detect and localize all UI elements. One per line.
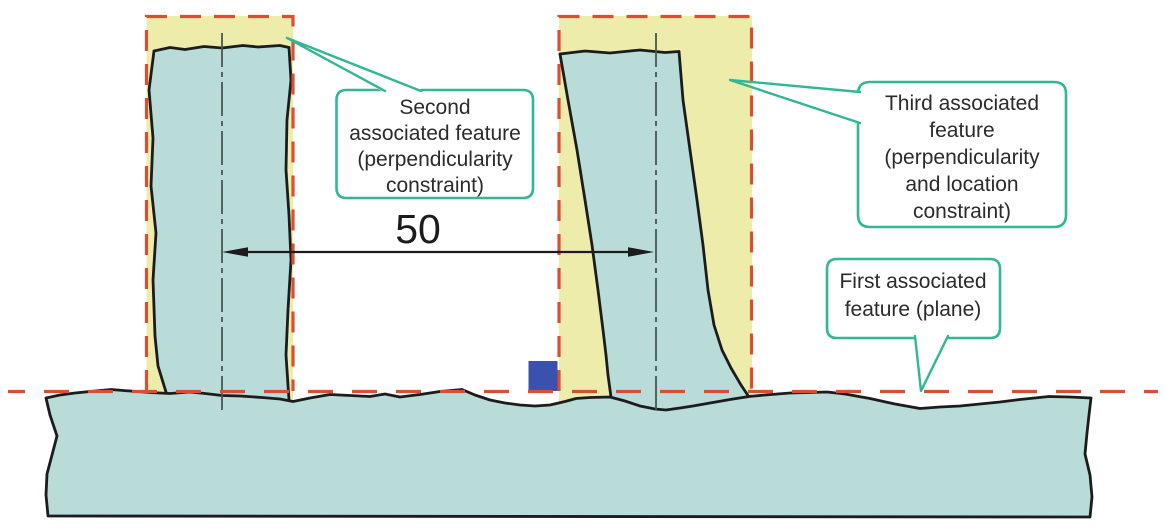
callout-first-text-line: feature (plane) [845,298,982,321]
pillar-2-body [560,50,749,410]
callout-first-leader-fill [914,334,949,392]
callout-first-leader [913,334,950,393]
dimension-50: 50 [222,206,654,257]
pillar-1-body [149,45,291,408]
tolerance-zone-1-outline [144,14,295,391]
pillar-2-right-edge [677,50,751,399]
pillar-1-right-edge [284,46,293,402]
callout-third-text-line: and location [905,173,1018,196]
callout-third-leader [728,78,862,125]
pillar-2-top-edge [558,48,681,56]
callout-first-box-fill [827,259,1000,338]
callout-first-box-border [825,257,1002,340]
callout-third-text-line: Third associated [885,92,1039,115]
dimension-value: 50 [395,206,441,252]
pillar-2 [558,48,751,410]
callout-third-text-line: (perpendicularity [884,146,1040,169]
blue-square-marker [528,361,558,391]
base-plate [44,388,1094,519]
callout-second-text-line: associated feature [349,122,521,145]
dimension-arrowhead-right [628,247,654,257]
callout-second-box-border [335,88,535,200]
pillar-2-left-edge [558,52,613,399]
callout-first-text-line: First associated [839,270,986,293]
pillar-1 [147,44,293,408]
callout-second-text-line: constraint) [386,174,484,197]
callout-third-text-line: feature [929,119,994,142]
callout-second-text-line: Second [399,96,470,119]
pillar-1-left-edge [147,49,168,394]
callout-first-associated-feature: First associated feature (plane) [825,257,1002,393]
dimension-arrowhead-left [222,247,248,257]
tolerance-zone-2-outline [557,14,754,391]
callout-third-box-border [856,80,1068,229]
callout-second-associated-feature: Second associated feature (perpendicular… [285,36,535,200]
callout-second-leader [285,36,423,93]
callout-second-box-fill [336,90,533,198]
callout-third-associated-feature: Third associated feature (perpendiculari… [728,78,1068,229]
callout-third-box-fill [858,82,1066,227]
callout-third-text-line: constraint) [913,200,1011,223]
callout-second-text-line: (perpendicularity [357,148,513,171]
